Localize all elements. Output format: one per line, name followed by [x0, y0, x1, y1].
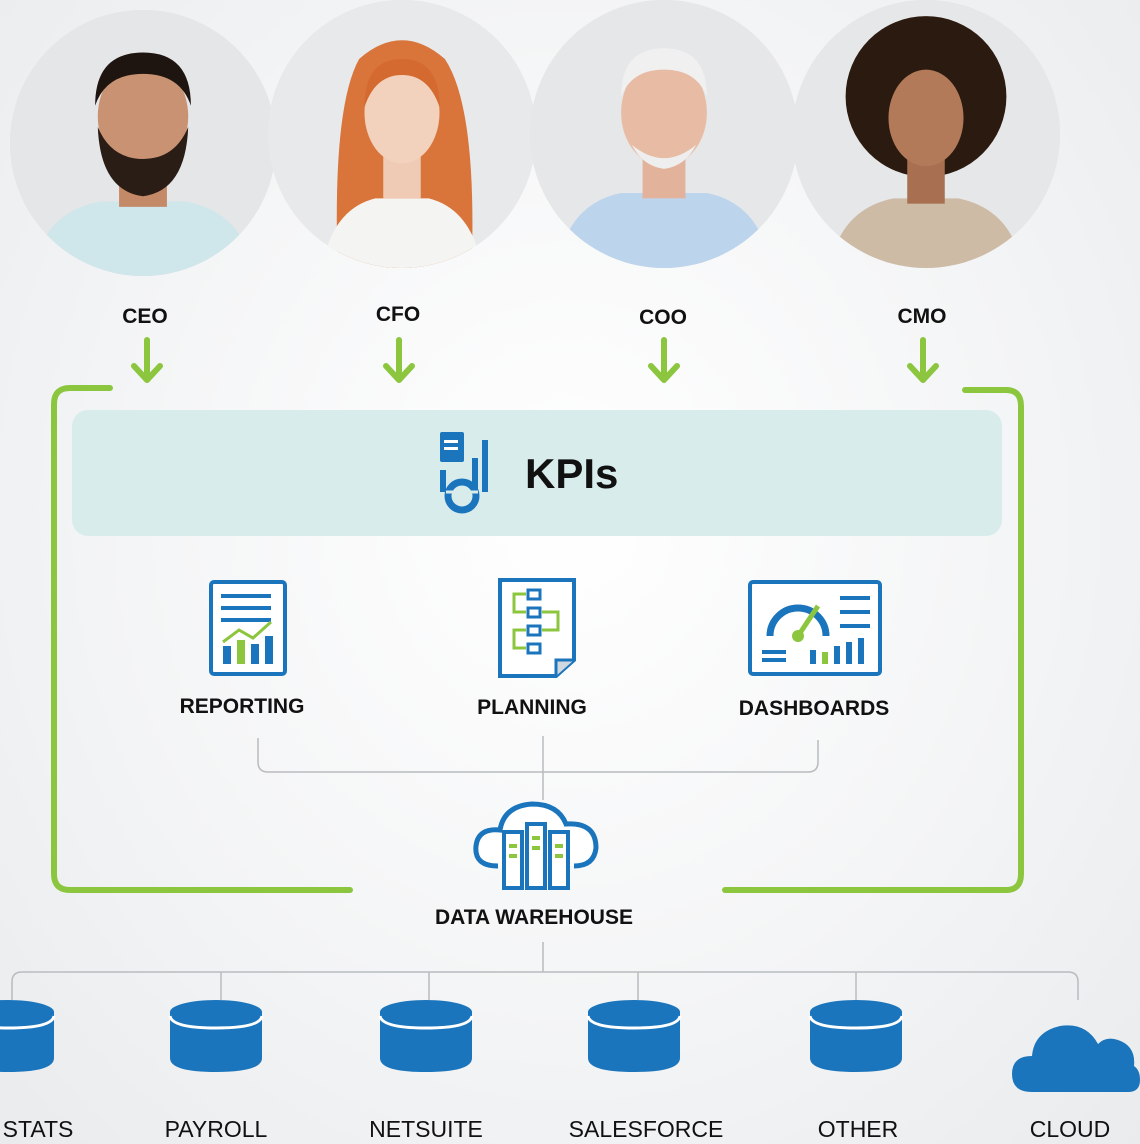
- dashboards-icon: [748, 580, 882, 676]
- avatar-coo: [530, 0, 798, 268]
- role-label-cfo: CFO: [375, 303, 421, 326]
- database-icon-other: [808, 1000, 904, 1072]
- kpi-icon: [440, 432, 488, 514]
- tool-label-reporting: REPORTING: [179, 695, 305, 718]
- cloud-server-icon: [473, 801, 599, 890]
- source-label-other: OTHER: [817, 1116, 899, 1142]
- cloud-icon: [1012, 1025, 1140, 1092]
- avatar-cfo: [268, 0, 536, 268]
- tool-label-planning: PLANNING: [477, 696, 587, 719]
- source-label-cloud: CLOUD: [1029, 1116, 1111, 1142]
- tool-label-dashboards: DASHBOARDS: [738, 697, 890, 720]
- role-label-ceo: CEO: [122, 305, 168, 328]
- tools-bracket: [257, 736, 819, 800]
- kpi-title: KPIs: [525, 450, 619, 497]
- planning-icon: [498, 578, 576, 678]
- arrow-coo: [648, 337, 680, 383]
- database-icon-payroll: [168, 1000, 264, 1072]
- reporting-icon: [209, 580, 287, 676]
- frame-left: [51, 385, 353, 893]
- frame-right: [722, 387, 1024, 893]
- database-icon-stats: [0, 1000, 56, 1072]
- source-label-netsuite: NETSUITE: [369, 1116, 483, 1142]
- avatar-cmo: [792, 0, 1060, 268]
- source-label-salesforce: SALESFORCE: [568, 1116, 724, 1142]
- kpi-band: [72, 410, 1002, 536]
- role-label-cmo: CMO: [897, 305, 947, 328]
- data-warehouse-label: DATA WAREHOUSE: [435, 906, 633, 929]
- avatar-ceo: [10, 10, 276, 276]
- source-label-payroll: PAYROLL: [164, 1116, 268, 1142]
- database-icon-netsuite: [378, 1000, 474, 1072]
- sources-tree: [11, 942, 1079, 1000]
- source-label-stats: STATS: [2, 1116, 74, 1142]
- arrow-cfo: [383, 337, 415, 383]
- database-icon-salesforce: [586, 1000, 682, 1072]
- arrow-cmo: [907, 337, 939, 383]
- arrow-ceo: [131, 337, 163, 383]
- role-label-coo: COO: [639, 306, 687, 329]
